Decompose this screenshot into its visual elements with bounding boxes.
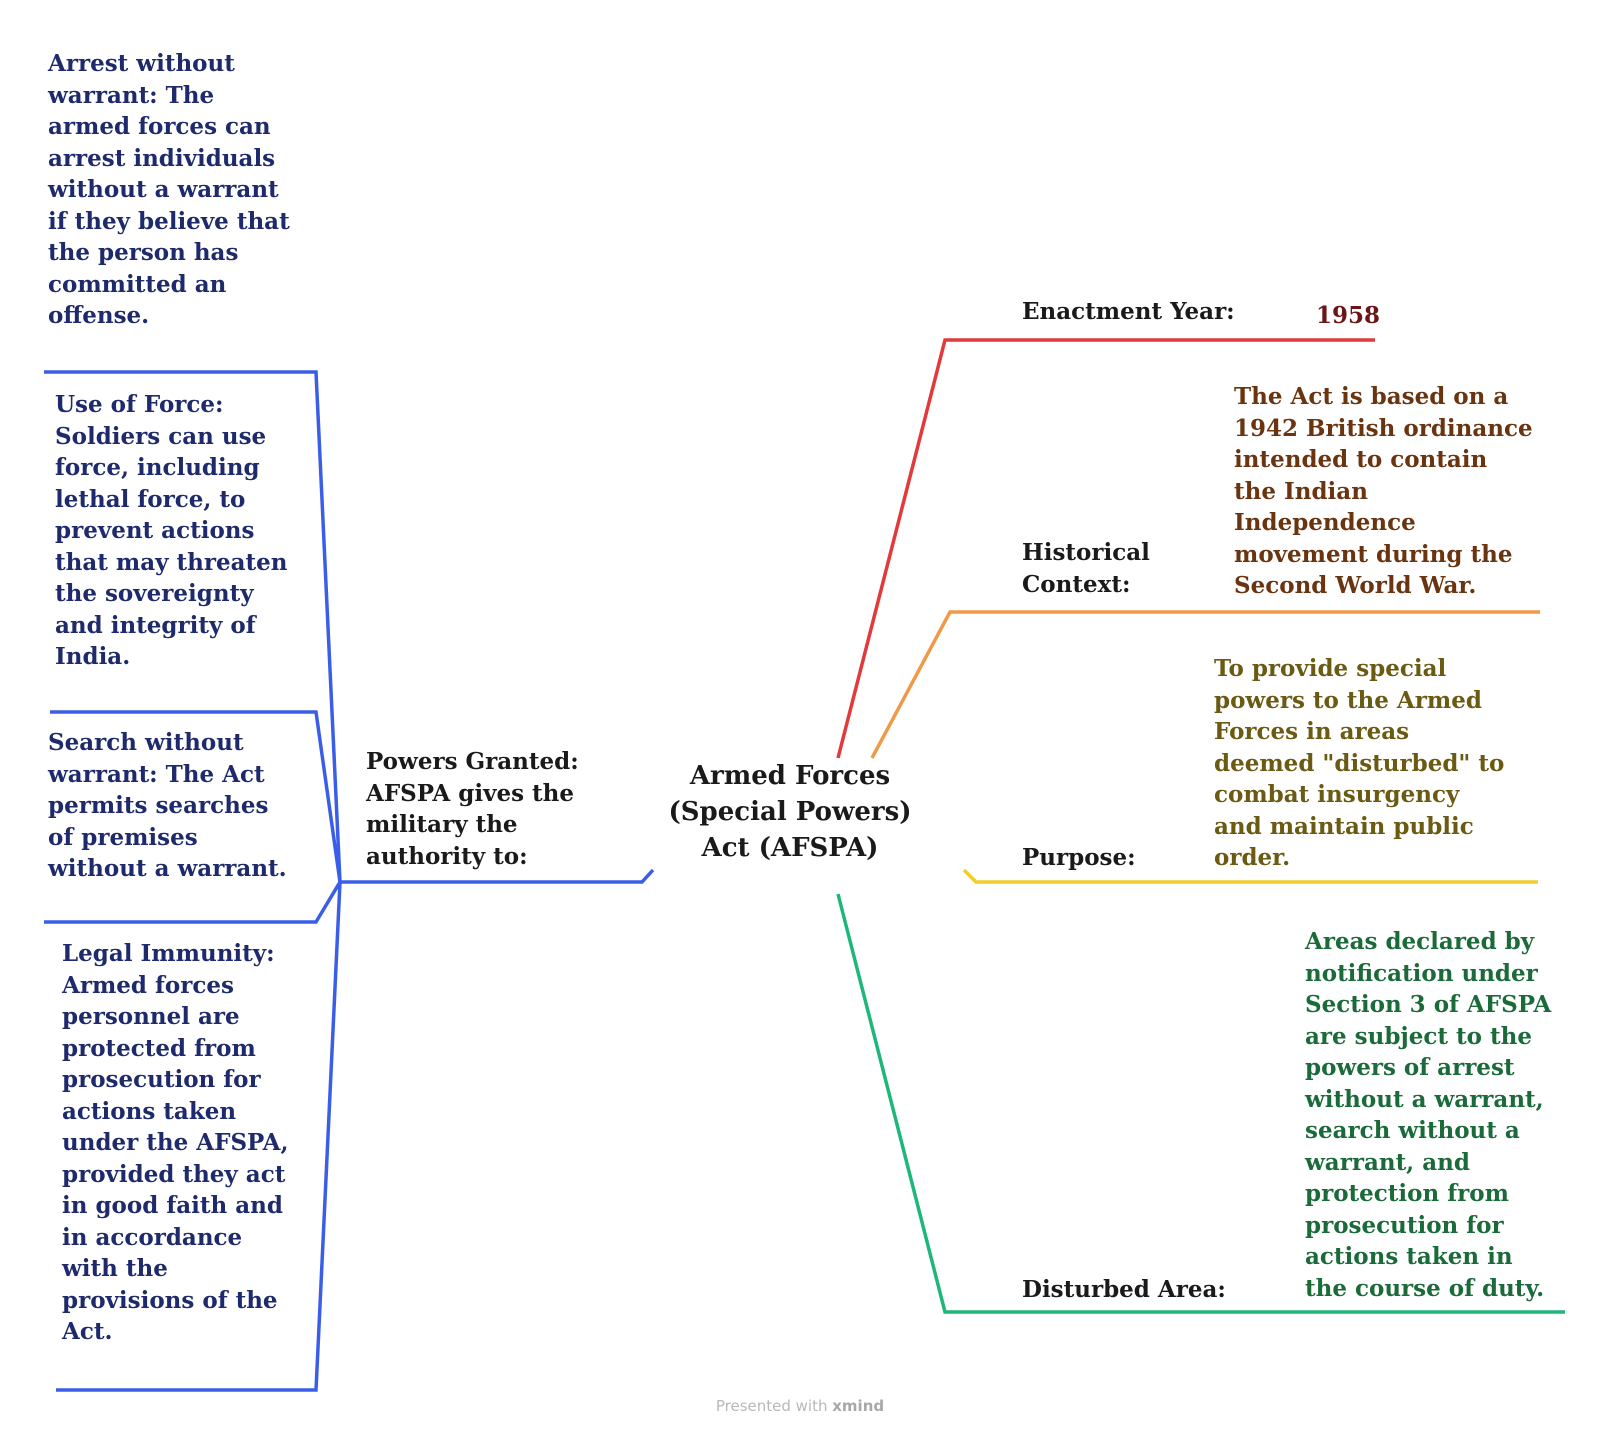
connector-central-to-enactment [836, 338, 1375, 759]
connector-central-to-disturbed [836, 893, 1565, 1314]
topic-disturbed-area-value[interactable]: Areas declared by notification under Sec… [1305, 928, 1552, 1302]
connector-central-to-powers [340, 868, 655, 884]
watermark-prefix: Presented with [715, 1397, 833, 1415]
connector-central-to-historical [870, 610, 1540, 759]
connector-central-to-purpose [962, 868, 1538, 884]
topic-disturbed-area-label[interactable]: Disturbed Area: [1022, 1276, 1226, 1303]
topic-enactment-year-value[interactable]: 1958 [1316, 302, 1381, 329]
topic-use-of-force[interactable]: Use of Force: Soldiers can use force, in… [55, 391, 288, 670]
connector-powers-to-search [44, 881, 342, 924]
presented-with-xmind-watermark: Presented with xmind [0, 1397, 1600, 1415]
topic-historical-context-value[interactable]: The Act is based on a 1942 British ordin… [1234, 383, 1533, 599]
topic-purpose-value[interactable]: To provide special powers to the Armed F… [1214, 655, 1505, 871]
topic-search-without-warrant[interactable]: Search without warrant: The Act permits … [48, 729, 287, 882]
central-topic[interactable]: Armed Forces (Special Powers) Act (AFSPA… [668, 761, 912, 863]
topic-powers-granted[interactable]: Powers Granted: AFSPA gives the military… [366, 748, 579, 870]
xmind-logo: xmind [832, 1397, 885, 1415]
topic-historical-context-label[interactable]: Historical Context: [1022, 539, 1150, 598]
connector-powers-to-arrest [44, 370, 342, 883]
topic-enactment-year-label[interactable]: Enactment Year: [1022, 298, 1235, 325]
topic-purpose-label[interactable]: Purpose: [1022, 844, 1136, 871]
connector-powers-to-immunity [56, 881, 342, 1392]
topic-arrest-without-warrant[interactable]: Arrest without warrant: The armed forces… [48, 50, 290, 329]
topic-legal-immunity[interactable]: Legal Immunity: Armed forces personnel a… [62, 940, 289, 1345]
connector-powers-to-use-of-force [50, 710, 342, 883]
